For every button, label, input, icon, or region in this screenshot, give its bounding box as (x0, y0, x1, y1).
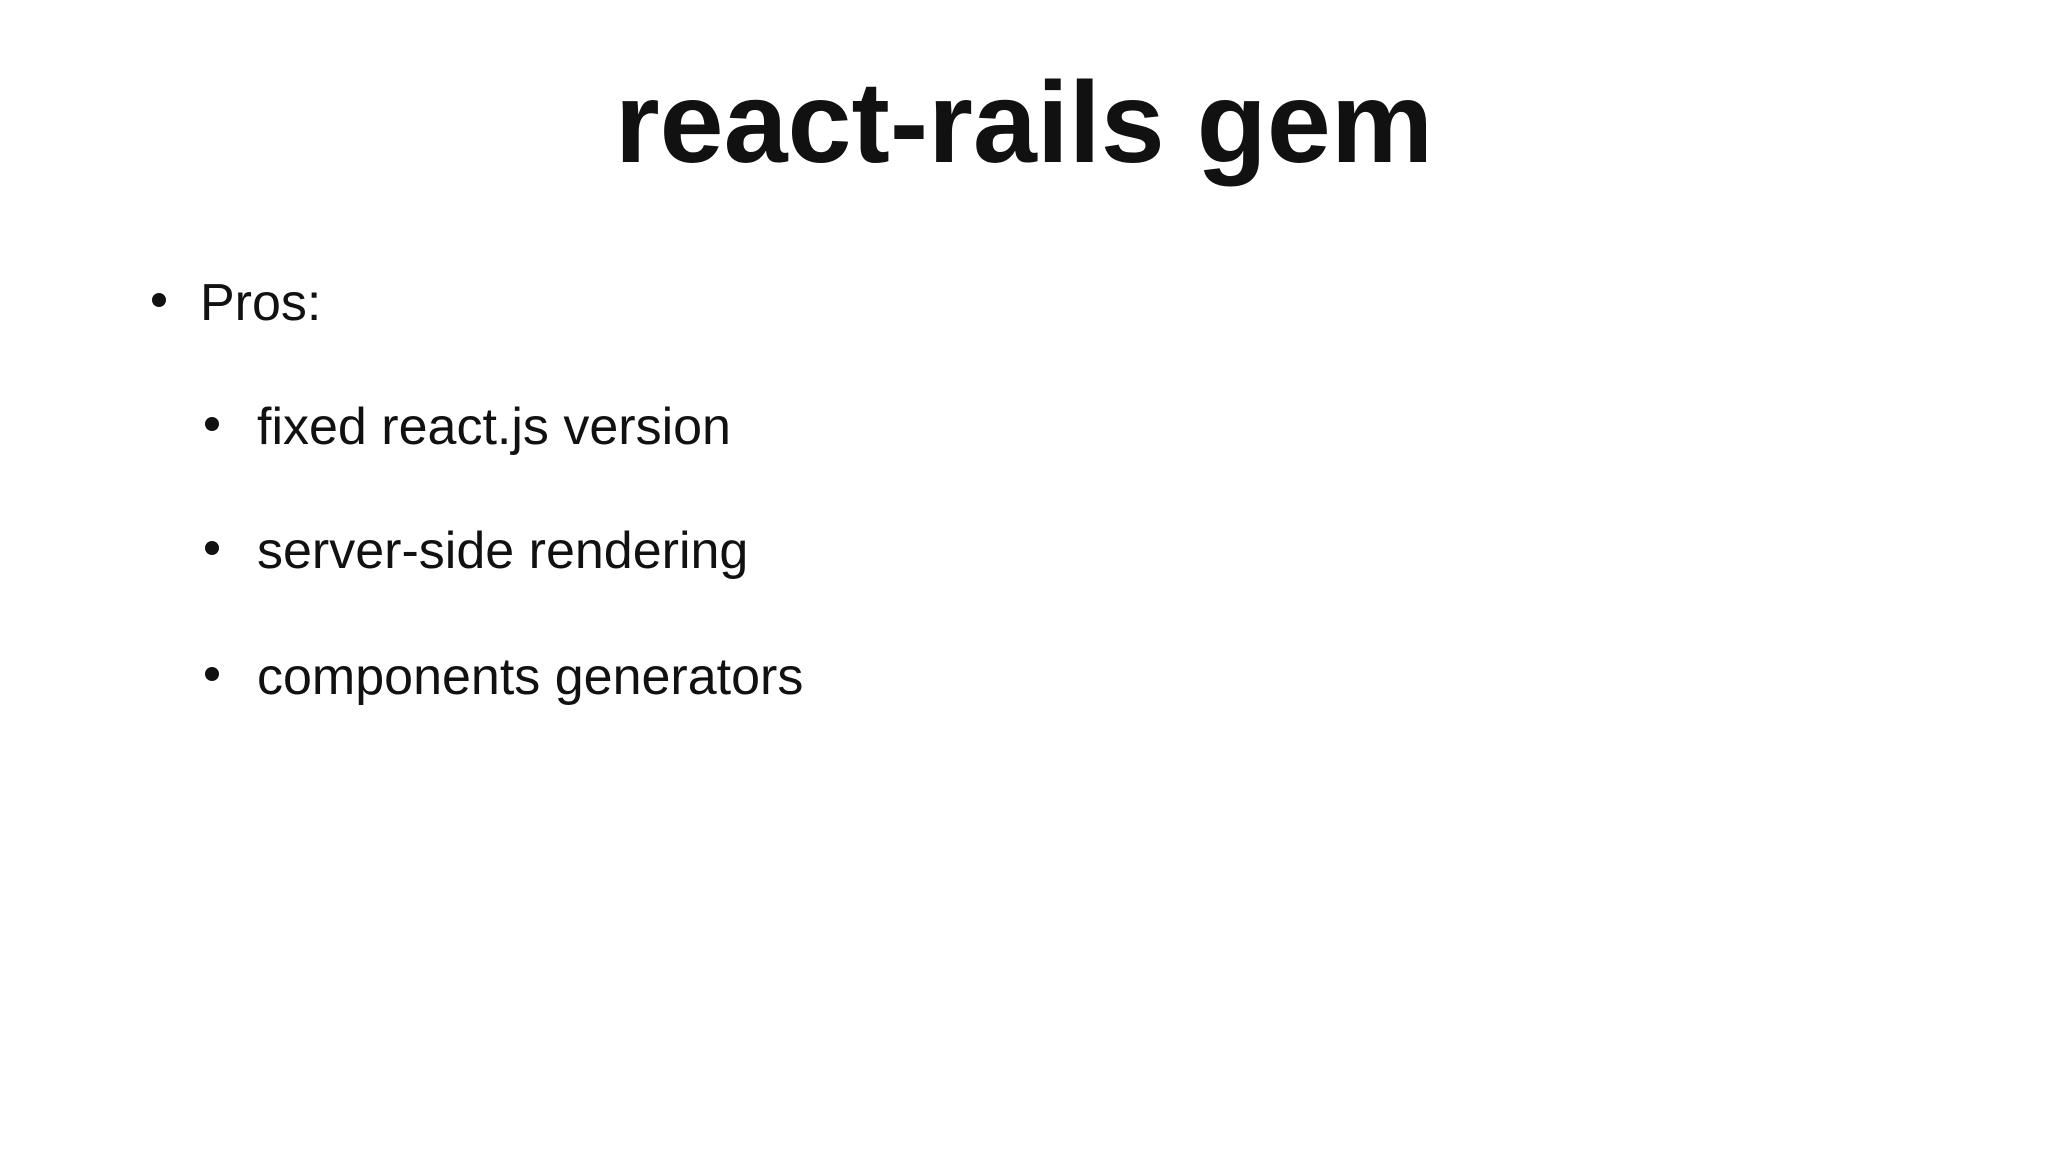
list-item: Pros: (0, 277, 2048, 329)
bullet-icon (205, 667, 219, 681)
list-item-label: server-side rendering (257, 522, 749, 580)
list-item: server-side rendering (0, 525, 2048, 577)
bullet-icon (152, 293, 166, 307)
list-item-label: fixed react.js version (257, 398, 731, 456)
list-item: fixed react.js version (0, 401, 2048, 453)
bullet-icon (205, 541, 219, 555)
bullet-icon (205, 417, 219, 431)
list-item-label: components generators (257, 648, 804, 706)
list-item-label: Pros: (200, 274, 322, 332)
list-item: components generators (0, 651, 2048, 703)
slide-title: react-rails gem (614, 59, 1434, 187)
